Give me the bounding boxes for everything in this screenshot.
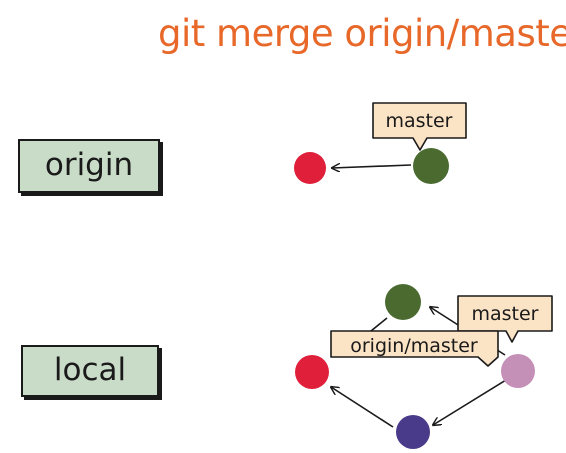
local-commit-green bbox=[385, 284, 421, 320]
local-origin-master-label-text: origin/master bbox=[350, 335, 478, 357]
local-origin-master-label: origin/master bbox=[330, 330, 499, 367]
origin-repo-label-text: origin bbox=[44, 147, 134, 183]
local-pink-to-purple-arrow bbox=[433, 379, 507, 425]
origin-commit-red bbox=[294, 152, 326, 184]
origin-commit-green bbox=[413, 148, 449, 184]
local-purple-to-red-arrow bbox=[331, 387, 394, 428]
local-commit-red bbox=[295, 355, 329, 389]
local-commit-pink bbox=[501, 354, 535, 388]
origin-master-label: master bbox=[372, 102, 467, 151]
origin-parent-arrow bbox=[332, 165, 412, 168]
origin-repo-label: origin bbox=[18, 139, 160, 193]
origin-master-label-text: master bbox=[385, 110, 452, 132]
slide-title: git merge origin/master bbox=[158, 12, 566, 55]
local-master-label-text: master bbox=[471, 303, 538, 325]
local-repo-label-text: local bbox=[53, 352, 127, 388]
local-repo-label: local bbox=[21, 345, 159, 397]
local-commit-purple bbox=[396, 415, 430, 449]
